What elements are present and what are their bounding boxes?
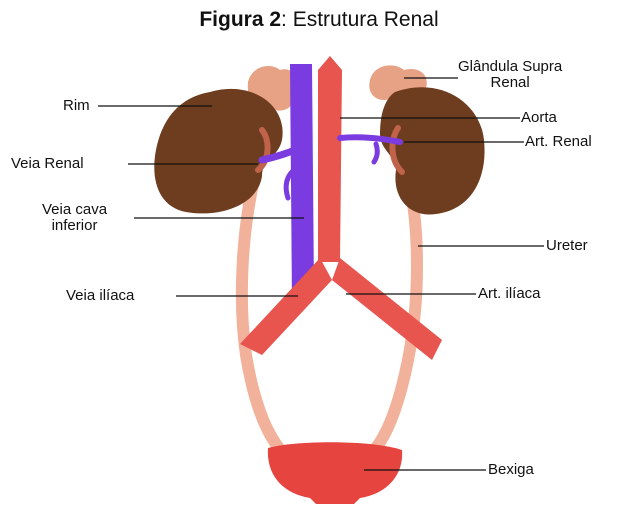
label-veia-cava-inferior: Veia cava inferior [42, 202, 107, 234]
bladder [268, 442, 402, 504]
label-glandula-line2: Renal [458, 75, 562, 91]
label-art-iliaca: Art. ilíaca [478, 286, 541, 302]
label-veia-iliaca: Veia ilíaca [66, 288, 134, 304]
label-veia-cava-line1: Veia cava [42, 202, 107, 218]
right-renal-artery [340, 137, 400, 142]
label-aorta: Aorta [521, 110, 557, 126]
label-veia-cava-line2: inferior [42, 218, 107, 234]
right-renal-artery-branch [374, 144, 377, 162]
label-art-renal: Art. Renal [525, 134, 592, 150]
aorta [318, 56, 342, 262]
right-iliac-artery [332, 258, 442, 360]
label-glandula-line1: Glândula Supra [458, 59, 562, 75]
right-kidney [380, 87, 485, 214]
left-iliac-artery [240, 258, 332, 355]
label-veia-renal: Veia Renal [11, 156, 84, 172]
label-ureter: Ureter [546, 238, 588, 254]
label-rim: Rim [63, 98, 90, 114]
label-glandula-supra-renal: Glândula Supra Renal [458, 59, 562, 91]
left-kidney [154, 89, 282, 214]
label-bexiga: Bexiga [488, 462, 534, 478]
